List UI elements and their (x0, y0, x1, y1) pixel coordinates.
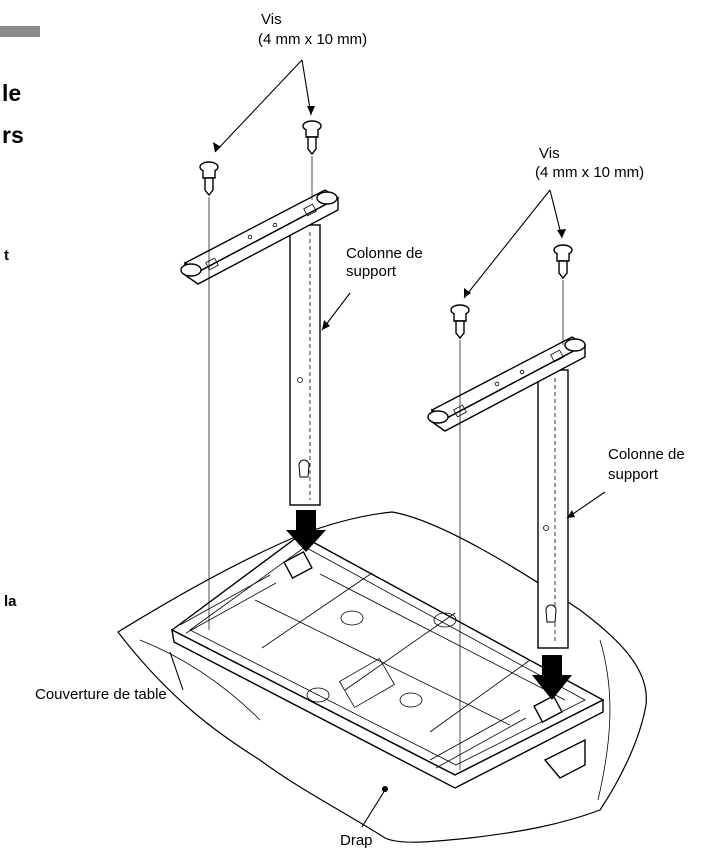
screw-label-left-size: (4 mm x 10 mm) (258, 31, 368, 48)
section-marker-bar (0, 26, 40, 37)
screw-left-1 (199, 161, 219, 630)
support-column-right (427, 336, 587, 700)
leader-lines (169, 59, 606, 828)
table-cover (170, 534, 605, 789)
table-cover-label: Couverture de table (35, 686, 167, 703)
screw-label-right-name: Vis (539, 145, 560, 162)
sheet-label: Drap (340, 832, 373, 849)
screw-right-1 (450, 304, 470, 770)
column-label-left-line1: Colonne de (346, 245, 423, 262)
heading-fragment-1: le (2, 80, 22, 106)
screw-left-2 (302, 120, 322, 200)
screw-label-right-size: (4 mm x 10 mm) (535, 164, 645, 181)
heading-fragment-2: rs (2, 122, 24, 148)
screw-label-left-name: Vis (261, 11, 282, 28)
text-fragment-4: la (4, 593, 17, 610)
column-label-right-line1: Colonne de (608, 446, 685, 463)
screw-right-2 (553, 244, 573, 345)
column-label-right-line2: support (608, 466, 659, 483)
text-fragment-3: t (4, 247, 9, 264)
column-label-left-line2: support (346, 263, 397, 280)
support-column-left (180, 189, 340, 552)
